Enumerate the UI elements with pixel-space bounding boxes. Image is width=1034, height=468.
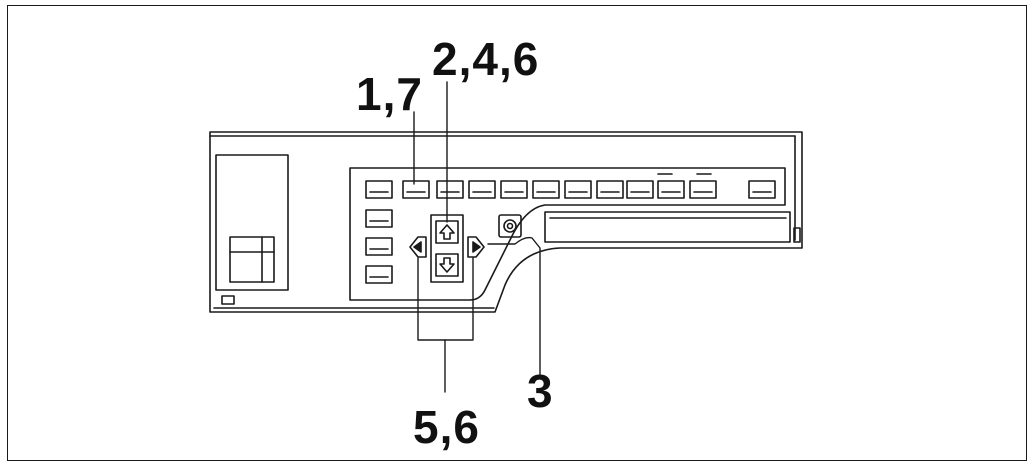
button-7[interactable]: [564, 180, 592, 199]
set-button-dot: [506, 222, 514, 230]
chassis-outline: [209, 131, 803, 313]
figure-frame: [7, 5, 1027, 461]
button-1[interactable]: [365, 180, 393, 199]
display-slot: [544, 211, 791, 243]
button-12[interactable]: [748, 180, 776, 199]
menu-button[interactable]: [402, 180, 430, 199]
button-11[interactable]: [689, 180, 717, 199]
left-arrow-icon: [413, 241, 422, 253]
side-button-1[interactable]: [365, 209, 393, 228]
button-8[interactable]: [596, 180, 624, 199]
right-arrow-icon: [472, 241, 481, 253]
power-switch[interactable]: [229, 236, 275, 283]
side-button-3[interactable]: [365, 265, 393, 284]
left-arrow-button[interactable]: [409, 236, 427, 258]
up-arrow-icon: [439, 224, 455, 240]
leader-line-3: [487, 236, 541, 379]
callout-3: 3: [527, 365, 554, 417]
right-arrow-button[interactable]: [467, 236, 485, 258]
side-button-2[interactable]: [365, 237, 393, 256]
button-4[interactable]: [468, 180, 496, 199]
set-button-ring: [503, 219, 517, 233]
down-arrow-icon: [439, 257, 455, 273]
top-button-row: [365, 173, 776, 199]
callout-2-4-6: 2,4,6: [432, 33, 540, 85]
indicator-lamp: [221, 295, 235, 305]
callout-1-7: 1,7: [356, 68, 423, 120]
control-panel-outline: [349, 167, 786, 301]
right-notch: [793, 227, 801, 243]
set-button[interactable]: [498, 214, 522, 238]
left-button-column: [365, 209, 393, 284]
button-9[interactable]: [626, 180, 654, 199]
button-6[interactable]: [532, 180, 560, 199]
button-3[interactable]: [436, 180, 464, 199]
callout-5-6: 5,6: [413, 401, 480, 453]
button-5[interactable]: [500, 180, 528, 199]
down-arrow-button[interactable]: [435, 253, 459, 277]
button-10[interactable]: [657, 180, 685, 199]
left-bay: [215, 154, 289, 291]
